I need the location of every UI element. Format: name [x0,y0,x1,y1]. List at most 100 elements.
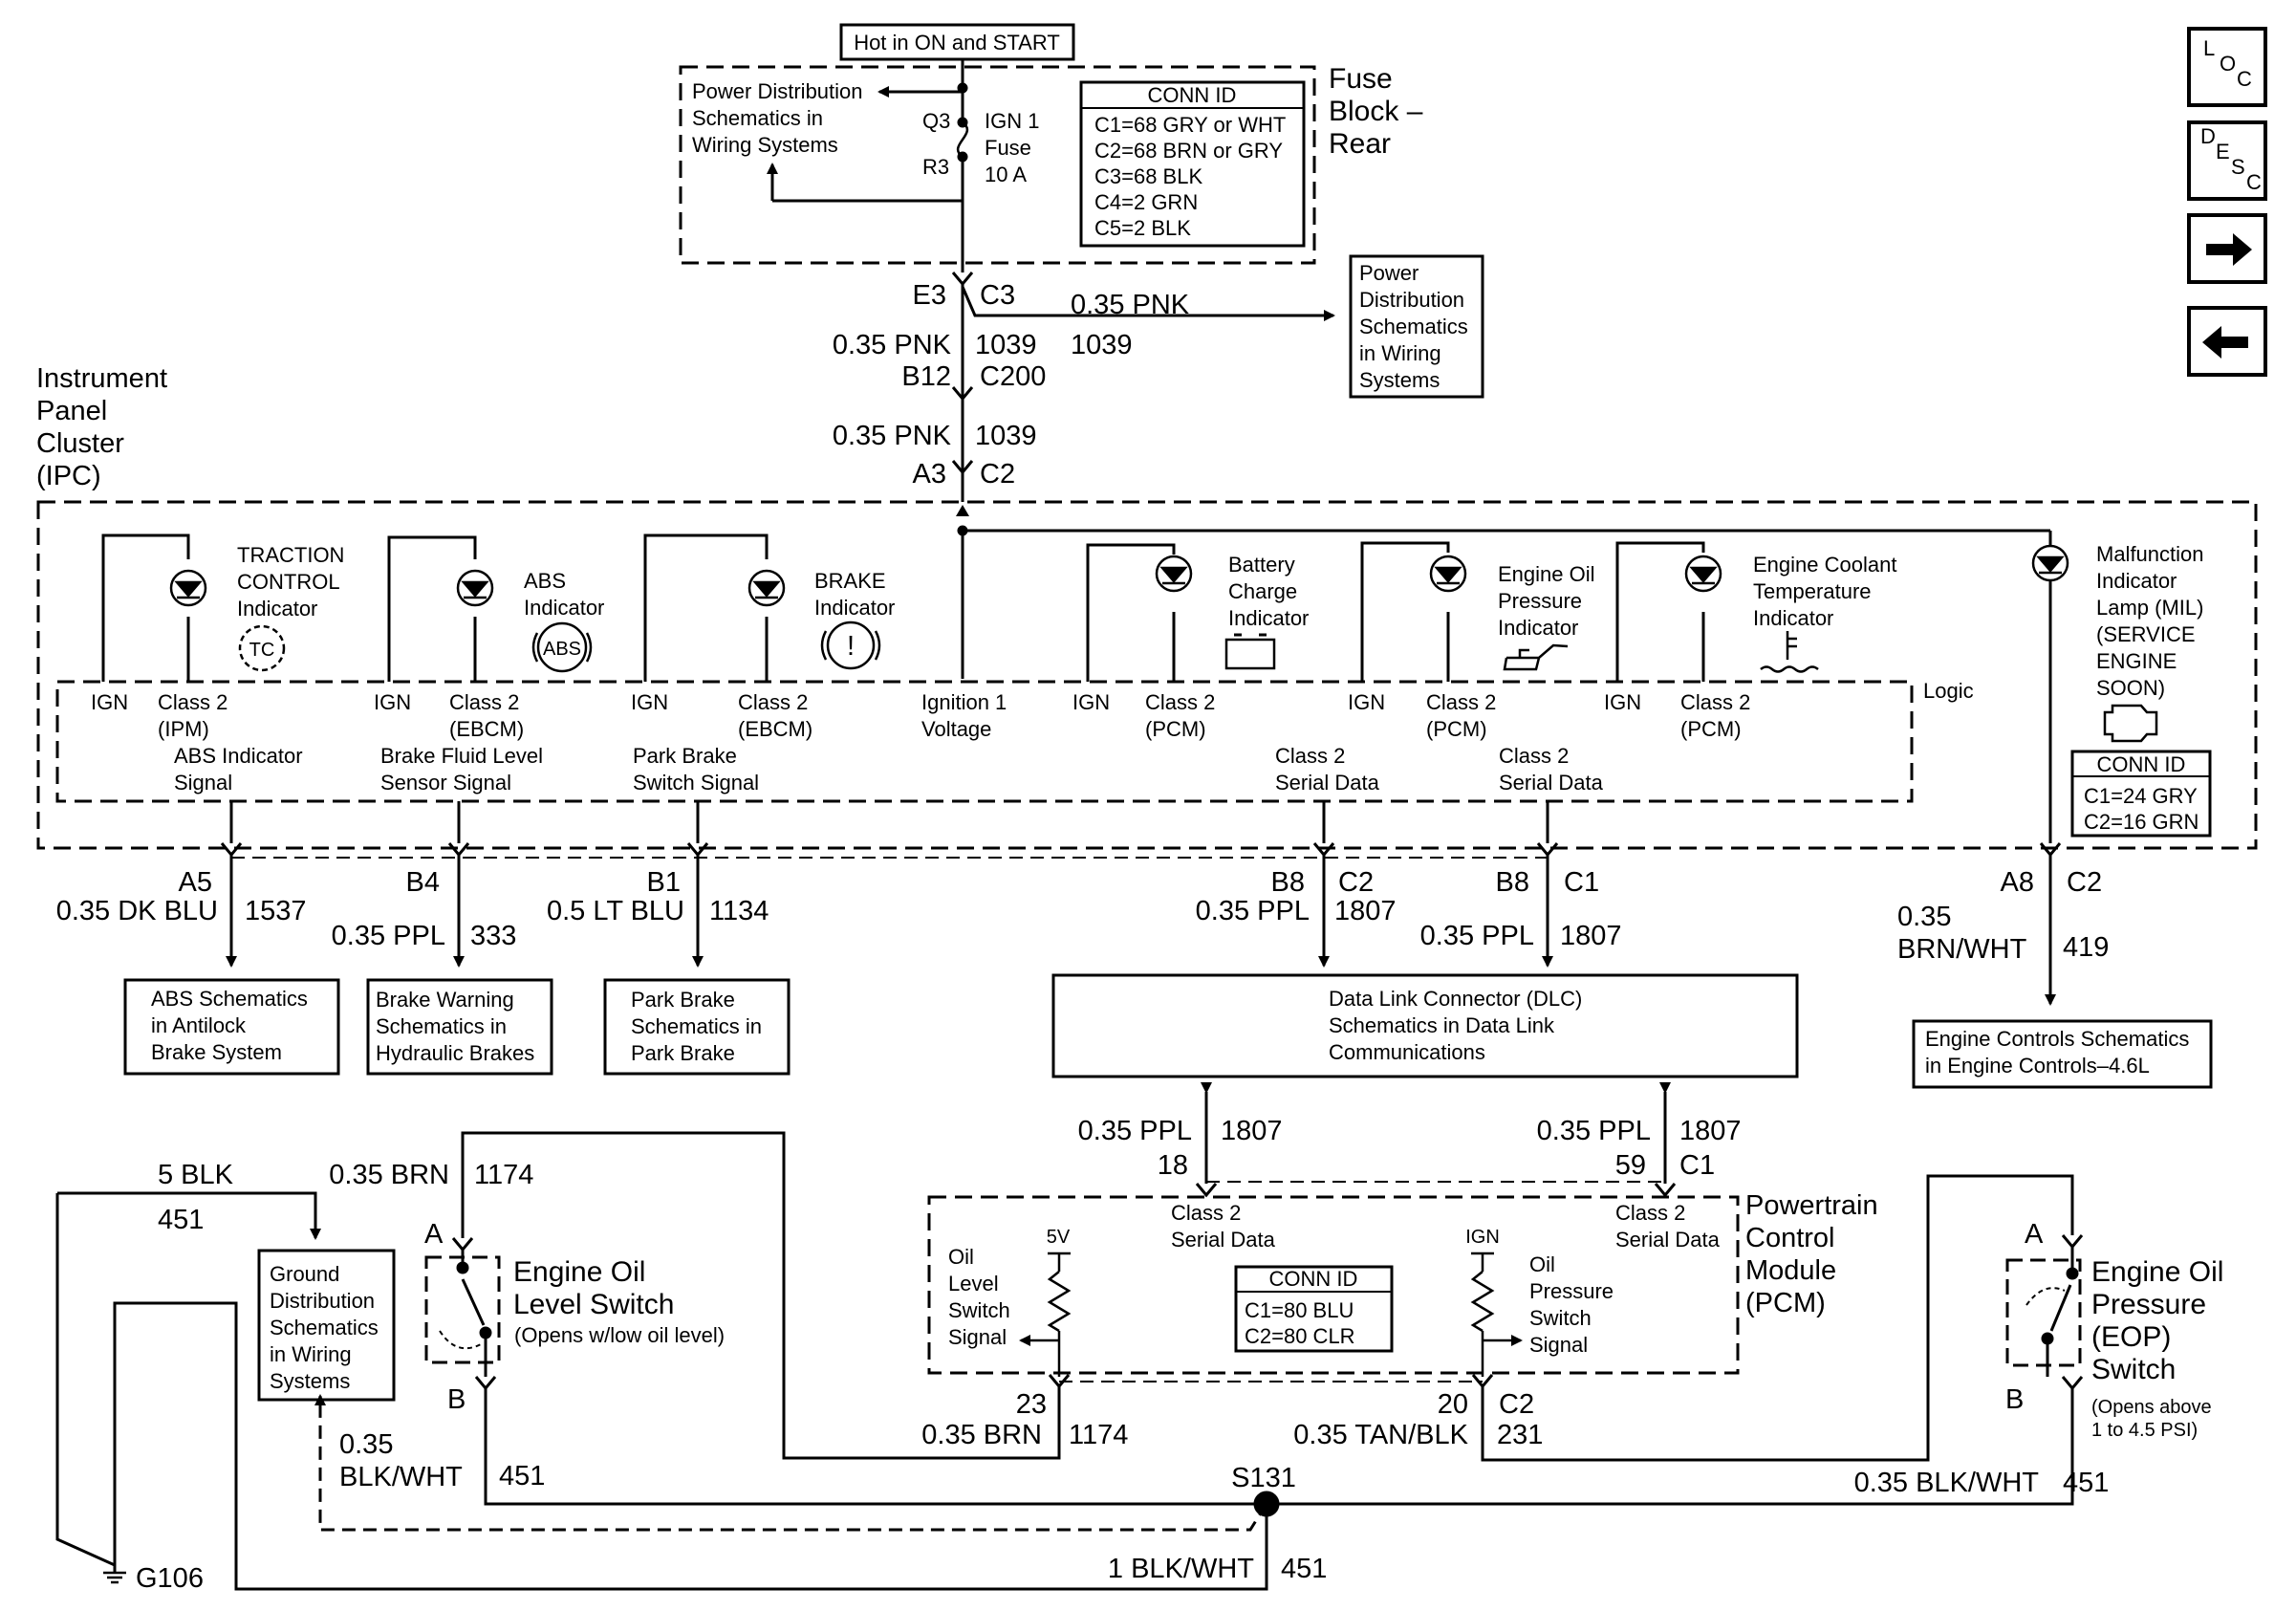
wire-333: 0.35 PPL [332,921,445,951]
ckt-451r: 451 [2063,1468,2109,1498]
battery-label-line-2: Charge [1228,579,1297,603]
abs-box-text-line-2: in Antilock [151,1013,247,1037]
hot-label: Hot in ON and START [854,31,1060,54]
c2-pcm-1-line-2: (PCM) [1145,717,1206,741]
s131-label: S131 [1231,1463,1296,1493]
pcm-name-line-4: (PCM) [1745,1288,1826,1318]
pcm-c2: C2 [1499,1389,1534,1420]
c2c-label: C2 [2067,867,2102,898]
serial-2-line-1: Class 2 [1499,744,1569,768]
loc-button[interactable] [2187,27,2267,107]
traction-label-line-3: Indicator [237,597,317,620]
wire-5blk: 5 BLK [158,1160,234,1190]
gd-box-text-line-1: Ground [270,1262,339,1286]
c2-pcm-2-line-2: (PCM) [1426,717,1487,741]
pcm-name-line-2: Control [1745,1223,1835,1253]
eop-switch [2005,1234,2084,1391]
mil-label-line-3: Lamp (MIL) [2096,596,2203,620]
wire-pnk1: 0.35 PNK [833,330,952,360]
oil-level-signal-line-4: Signal [948,1325,1007,1349]
dlc-box-text-line-3: Communications [1329,1040,1485,1064]
c2-pcm-3-line-2: (PCM) [1680,717,1742,741]
eop-name-line-1: Engine Oil [2091,1256,2223,1288]
traction-label-line-1: TRACTION [237,543,344,567]
eop-note-line-1: (Opens above [2091,1397,2212,1418]
ipc-output-wires [220,801,2062,1006]
ground-distribution-box [257,1249,396,1402]
eop-name-line-3: (EOP) [2091,1321,2171,1353]
c1b-label: C1 [1564,867,1599,898]
bw-box-text-line-1: Brake Warning [376,988,514,1012]
ign-6: IGN [1604,690,1641,714]
ckt-231: 231 [1497,1420,1543,1450]
ec-box-text-line-2: in Engine Controls–4.6L [1925,1054,2150,1078]
ipc-conn-rows-line-2: C2=16 GRN [2084,810,2199,834]
next-button[interactable] [2187,213,2267,284]
pcm-5v: 5V [1047,1227,1071,1248]
pb-box-text-line-3: Park Brake [631,1041,735,1065]
desc-letter: S [2231,155,2245,179]
c2-ipm-line-2: (IPM) [158,717,209,741]
traction-control-icon [238,624,286,672]
pcm-box [927,1195,1740,1375]
pd-box-text-line-3: Schematics [1359,315,1468,338]
pd-box-text-line-2: Distribution [1359,288,1464,312]
wire-1807r: 0.35 PPL [1537,1116,1651,1146]
oil-press-signal-line-3: Switch [1529,1306,1592,1330]
eop-name-line-4: Switch [2091,1354,2176,1385]
nav-buttons [2187,27,2267,377]
ign1-voltage-line-1: Ignition 1 [921,690,1007,714]
prev-button[interactable] [2187,306,2267,377]
c2-pcm-1-line-1: Class 2 [1145,690,1215,714]
pin-23: 23 [1016,1389,1047,1420]
ground-icon [103,1571,126,1584]
arrow-left-icon [2202,326,2248,359]
ign-5: IGN [1348,690,1385,714]
wire-451l-line-1: 0.35 [339,1429,393,1460]
fuse-r3: R3 [922,155,949,179]
serial-1-line-1: Class 2 [1275,744,1345,768]
engine-oil-level-switch [424,1237,501,1391]
ign-3: IGN [631,690,668,714]
a5-label: A5 [179,867,212,898]
c2-pcm-2-line-1: Class 2 [1426,690,1496,714]
wire-1134: 0.5 LT BLU [547,896,684,926]
indicator-loops [101,531,2052,843]
brake-warning-box [366,978,553,1076]
loc-letter: L [2203,36,2215,60]
engine-controls-box [1912,1019,2213,1089]
oil-press-signal-line-1: Oil [1529,1252,1555,1276]
ign1-voltage-line-2: Voltage [921,717,991,741]
mil-label-line-6: SOON) [2096,676,2165,700]
fuse-block-name-line-2: Block – [1329,96,1423,127]
desc-button[interactable] [2187,120,2267,201]
led-icons [169,544,2069,607]
ipc-name-line-4: (IPC) [36,461,101,491]
coolant-label-line-2: Temperature [1753,579,1872,603]
ign-2: IGN [374,690,411,714]
fuse-label-line-1: IGN 1 [985,109,1039,133]
ckt-1174b: 1174 [1069,1420,1128,1450]
wire-451b: 1 BLK/WHT [1108,1554,1254,1584]
pd-box-right [1349,254,1484,399]
logic-label: Logic [1923,679,1974,703]
ckt-1537: 1537 [245,896,307,926]
oil-level-signal-line-2: Level [948,1272,999,1295]
eols-note: (Opens w/low oil level) [514,1323,725,1347]
ckt-419: 419 [2063,932,2109,963]
abs-label-line-2: Indicator [524,596,604,620]
oil-label-line-1: Engine Oil [1498,562,1595,586]
pcm-serial-l-line-1: Class 2 [1171,1201,1241,1225]
fuse-pd-ref-line-1: Power Distribution [692,79,863,103]
fuse-q3: Q3 [922,109,950,133]
pin-20: 20 [1438,1389,1468,1420]
c200-label: C200 [980,361,1046,392]
c2-ipm-line-1: Class 2 [158,690,227,714]
fuse-conn-rows-line-2: C2=68 BRN or GRY [1094,139,1283,163]
fuse-block-rear [679,65,1316,265]
logic-box [55,680,1914,803]
eols-name-line-1: Engine Oil [513,1256,645,1288]
pb-box-text-line-2: Schematics in [631,1014,762,1038]
wire-1807b: 0.35 PPL [1420,921,1534,951]
